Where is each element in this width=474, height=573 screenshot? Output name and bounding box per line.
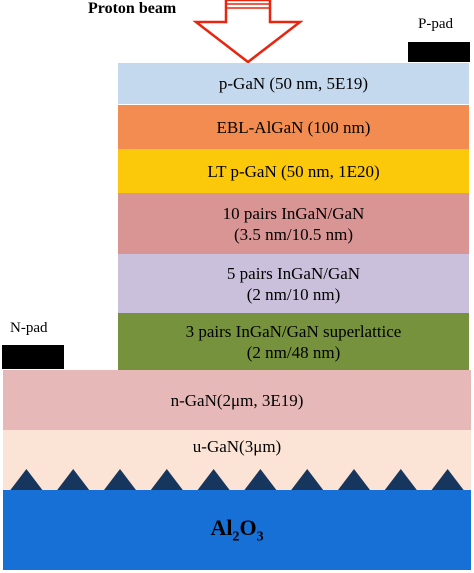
layer-mqw-5-pairs: 5 pairs InGaN/GaN (2 nm/10 nm): [118, 254, 469, 313]
patterned-sapphire-texture: [10, 469, 464, 490]
pattern-triangle: [104, 469, 136, 490]
layer-p-gan-label: p-GaN (50 nm, 5E19): [218, 74, 369, 93]
pattern-triangle: [57, 469, 90, 490]
p-pad-label: P-pad: [418, 16, 453, 32]
sapphire-substrate: Al2O3: [3, 490, 471, 570]
layer-n-gan-label: n-GaN(2μm, 3E19): [170, 390, 304, 410]
pattern-triangle: [384, 469, 417, 490]
layer-u-gan: u-GaN(3μm): [3, 430, 471, 490]
layer-superlattice: 3 pairs InGaN/GaN superlattice (2 nm/48 …: [118, 313, 469, 370]
layer-superlattice-line2: (2 nm/48 nm): [246, 342, 341, 362]
pattern-triangle: [150, 469, 183, 490]
pattern-triangle: [10, 469, 43, 490]
pattern-triangle: [338, 469, 370, 490]
proton-beam-label: Proton beam: [88, 0, 177, 17]
layer-lt-p-gan-label: LT p-GaN (50 nm, 1E20): [207, 161, 380, 181]
layer-n-gan: n-GaN(2μm, 3E19): [3, 370, 471, 430]
layer-mqw-5-pairs-line2: (2 nm/10 nm): [246, 284, 341, 304]
layer-p-gan: p-GaN (50 nm, 5E19): [118, 63, 469, 104]
layer-lt-p-gan: LT p-GaN (50 nm, 1E20): [118, 149, 469, 193]
layer-ebl-algan-label: EBL-AlGaN (100 nm): [216, 117, 371, 137]
pattern-triangle: [291, 469, 324, 490]
pattern-triangle: [431, 469, 464, 490]
layer-mqw-10-pairs-line2: (3.5 nm/10.5 nm): [234, 224, 353, 244]
n-pad: [2, 345, 64, 369]
layer-u-gan-label: u-GaN(3μm): [192, 437, 282, 456]
layer-superlattice-line1: 3 pairs InGaN/GaN superlattice: [185, 321, 402, 341]
layer-mqw-5-pairs-line1: 5 pairs InGaN/GaN: [226, 263, 361, 283]
proton-beam-arrow-icon: [192, 0, 304, 64]
n-pad-label: N-pad: [10, 320, 48, 336]
pattern-triangle: [244, 469, 277, 490]
p-pad: [408, 42, 470, 62]
layer-ebl-algan: EBL-AlGaN (100 nm): [118, 105, 469, 149]
substrate-label: Al2O3: [210, 514, 264, 545]
layer-mqw-10-pairs-line1: 10 pairs InGaN/GaN: [222, 203, 365, 223]
pattern-triangle: [197, 469, 230, 490]
layer-mqw-10-pairs: 10 pairs InGaN/GaN (3.5 nm/10.5 nm): [118, 193, 469, 254]
